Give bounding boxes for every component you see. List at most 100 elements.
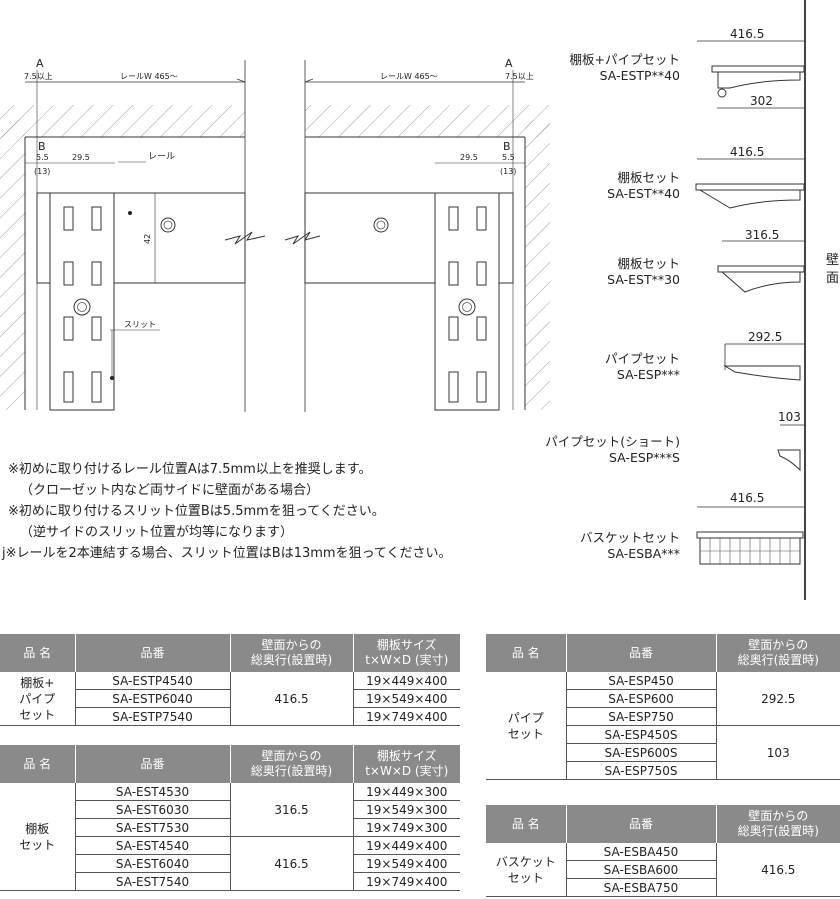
label-a-right: A: [505, 57, 513, 70]
product-6-name: バスケットセット: [579, 530, 680, 545]
cell-code: SA-EST6040: [74, 854, 230, 873]
cell-depth: 416.5: [229, 672, 353, 726]
product-5-label: パイプセット(ショート) SA-ESP***S: [545, 434, 680, 466]
cell-size: 19×749×300: [352, 818, 460, 837]
th-name: 品 名: [0, 634, 76, 672]
cell-size: 19×549×300: [352, 800, 460, 819]
dim-55-left: 5.5: [36, 153, 49, 162]
cell-depth: 292.5: [715, 672, 840, 726]
cell-code: SA-EST4540: [74, 836, 230, 855]
spec-table-pipe: 品 名 品番 壁面からの総奥行(設置時) パイプセット SA-ESP450 29…: [486, 634, 840, 780]
product-2-name: 棚板セット: [617, 170, 680, 185]
top-left-hatch: [0, 105, 245, 137]
rail-label: レール: [148, 152, 175, 162]
cell-size: 19×549×400: [352, 689, 460, 708]
dim-42: 42: [143, 234, 152, 244]
cell-depth: 416.5: [229, 836, 353, 891]
product-6-dim: 416.5: [730, 491, 765, 505]
product-4-name: パイプセット: [604, 351, 680, 366]
cell-code: SA-ESP450: [565, 672, 716, 690]
dim-13-right: (13): [500, 167, 516, 176]
cell-code: SA-ESTP4540: [74, 672, 230, 690]
cell-code: SA-ESP750S: [565, 761, 716, 780]
note-4: （逆サイドのスリット位置が均等になります）: [20, 525, 294, 540]
product-2-label: 棚板セット SA-EST**40: [607, 170, 680, 202]
product-1-label: 棚板+パイプセット SA-ESTP**40: [570, 52, 680, 84]
product-6-code: SA-ESBA***: [607, 546, 680, 561]
product-1-code: SA-ESTP**40: [599, 68, 680, 83]
cell-code: SA-ESP450S: [565, 725, 716, 744]
product-4-dim: 292.5: [748, 330, 783, 344]
product-6-label: バスケットセット SA-ESBA***: [580, 530, 680, 562]
cell-code: SA-ESTP6040: [74, 689, 230, 708]
cell-depth: 316.5: [229, 783, 353, 837]
dim-295-left: 29.5: [72, 153, 90, 162]
cell-code: SA-EST7540: [74, 872, 230, 891]
cell-name: パイプセット: [486, 672, 566, 780]
cell-size: 19×549×400: [352, 854, 460, 873]
product-5-code: SA-ESP***S: [608, 450, 680, 465]
th-code: 品番: [75, 634, 231, 672]
th-depth: 壁面からの総奥行(設置時): [230, 745, 354, 783]
product-3-name: 棚板セット: [617, 256, 680, 271]
cell-size: 19×449×300: [352, 783, 460, 801]
cell-size: 19×449×400: [352, 672, 460, 690]
wall-label: 壁面: [826, 253, 840, 286]
note-3: ※初めに取り付けるスリット位置Bは5.5mmを狙ってください。: [8, 504, 385, 519]
dim-295-right: 29.5: [460, 153, 478, 162]
product-1-sub-dim: 302: [750, 94, 773, 108]
th-name: 品 名: [486, 805, 567, 843]
product-3-code: SA-EST**30: [607, 272, 680, 287]
right-wall-hatch: [525, 120, 550, 410]
product-4-label: パイプセット SA-ESP***: [605, 351, 680, 383]
rail-width-right: レールW 465～: [380, 72, 438, 81]
spec-table-basket: 品 名 品番 壁面からの総奥行(設置時) バスケットセット SA-ESBA450…: [486, 805, 840, 897]
th-code: 品番: [566, 634, 717, 672]
label-a-left: A: [36, 57, 44, 70]
product-2-code: SA-EST**40: [607, 186, 680, 201]
note-1: ※初めに取り付けるレール位置Aは7.5mm以上を推奨します。: [8, 462, 372, 477]
product-5-name: パイプセット(ショート): [545, 434, 680, 449]
note-2: （クローゼット内など両サイドに壁面がある場合）: [20, 483, 320, 498]
th-depth: 壁面からの総奥行(設置時): [230, 634, 354, 672]
th-name: 品 名: [0, 745, 76, 783]
label-b-left: B: [38, 140, 46, 153]
cell-code: SA-EST6030: [74, 800, 230, 819]
product-3-label: 棚板セット SA-EST**30: [607, 256, 680, 288]
cell-code: SA-ESP600S: [565, 743, 716, 762]
label-a-min-right: 7.5以上: [505, 72, 534, 81]
cell-size: 19×449×400: [352, 836, 460, 855]
th-name: 品 名: [486, 634, 567, 672]
dim-55-right: 5.5: [502, 153, 515, 162]
product-5-dim: 103: [778, 410, 801, 424]
cell-code: SA-ESBA600: [565, 860, 716, 879]
cell-code: SA-EST4530: [74, 783, 230, 801]
cell-code: SA-ESBA750: [565, 878, 716, 897]
rail-width-left: レールW 465～: [120, 72, 178, 81]
product-4-code: SA-ESP***: [616, 367, 680, 382]
product-1-name: 棚板+パイプセット: [569, 52, 680, 67]
cell-code: SA-EST7530: [74, 818, 230, 837]
top-right-hatch: [305, 105, 550, 137]
th-depth: 壁面からの総奥行(設置時): [716, 634, 840, 672]
left-wall-hatch: [0, 120, 25, 410]
label-a-min-left: 7.5以上: [24, 72, 53, 81]
cell-code: SA-ESP600: [565, 689, 716, 708]
th-code: 品番: [566, 805, 717, 843]
cell-name: 棚板セット: [0, 783, 75, 891]
label-b-right: B: [503, 140, 511, 153]
cell-size: 19×749×400: [352, 707, 460, 726]
cell-code: SA-ESTP7540: [74, 707, 230, 726]
product-3-dim: 316.5: [745, 228, 780, 242]
cell-depth: 416.5: [715, 843, 840, 897]
cell-depth: 103: [715, 725, 840, 780]
dim-13-left: (13): [34, 167, 50, 176]
cell-code: SA-ESBA450: [565, 843, 716, 861]
cell-size: 19×749×400: [352, 872, 460, 891]
note-5: j※レールを2本連結する場合、スリット位置はBは13mmを狙ってください。: [2, 546, 452, 561]
th-code: 品番: [75, 745, 231, 783]
